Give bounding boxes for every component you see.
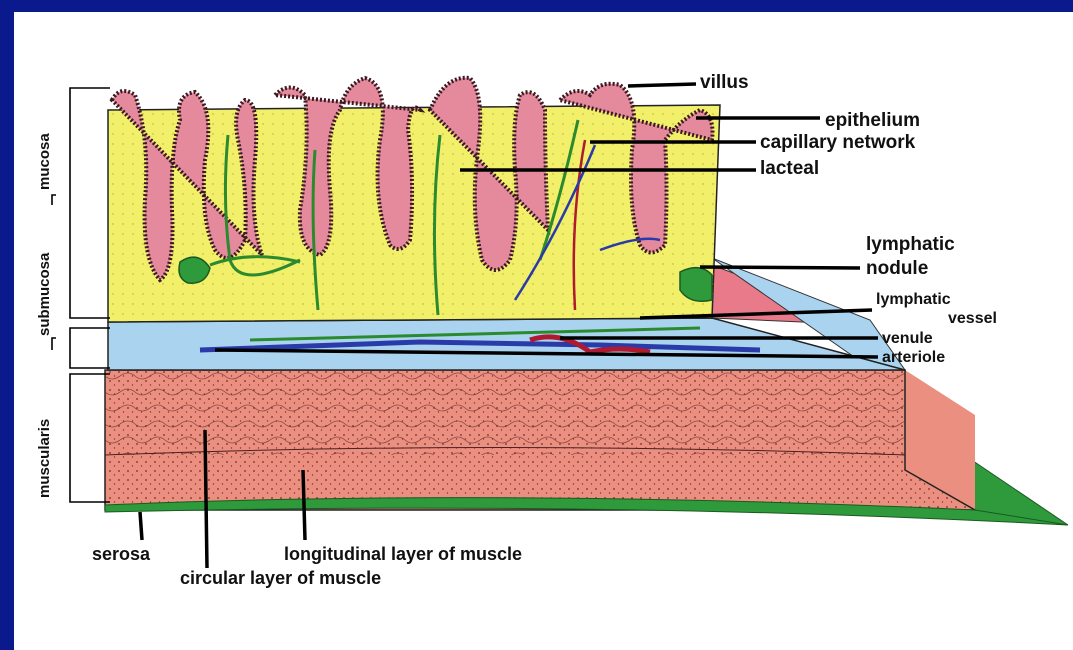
label-lacteal: lacteal bbox=[760, 158, 819, 179]
label-circular: circular layer of muscle bbox=[180, 568, 381, 588]
label-longitudinal: longitudinal layer of muscle bbox=[284, 544, 522, 564]
label-mucosa: mucosa bbox=[36, 133, 53, 190]
label-epithelium: epithelium bbox=[825, 110, 920, 131]
label-lymphatic-nodule-2: nodule bbox=[866, 258, 928, 279]
label-lymphatic-vessel-1: lymphatic bbox=[876, 291, 951, 308]
label-villus: villus bbox=[700, 72, 749, 93]
label-venule: venule bbox=[882, 330, 933, 347]
label-submucosa: submucosa bbox=[36, 252, 53, 336]
label-muscularis: muscularis bbox=[36, 419, 53, 498]
layer-brackets bbox=[52, 88, 110, 502]
lymphatic-nodule-2 bbox=[680, 268, 712, 302]
label-lymphatic-vessel-2: vessel bbox=[948, 310, 997, 327]
label-lymphatic-nodule-1: lymphatic bbox=[866, 234, 955, 255]
label-arteriole: arteriole bbox=[882, 349, 945, 366]
label-capillary-network: capillary network bbox=[760, 132, 916, 153]
label-serosa: serosa bbox=[92, 544, 151, 564]
